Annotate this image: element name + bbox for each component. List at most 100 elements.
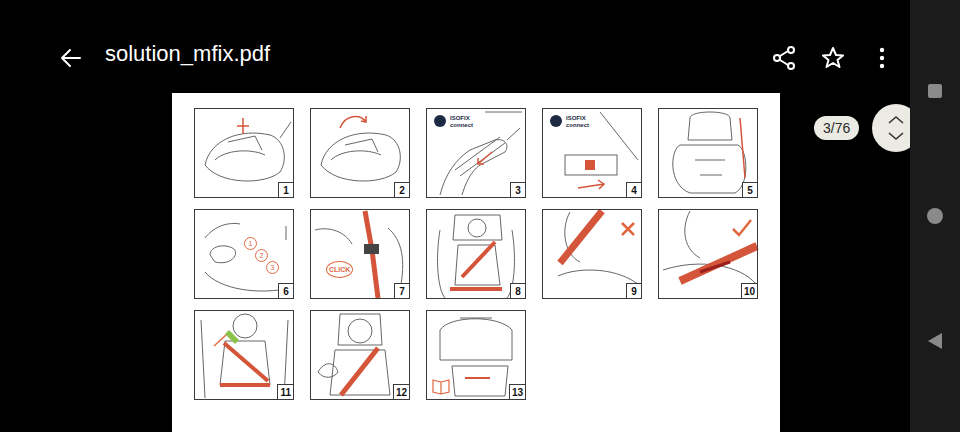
isofix-indicator [550,115,562,127]
child-back-view [201,320,288,398]
child-in-seat [450,287,502,291]
buckle-closeup [315,229,352,244]
step-panel: 5 [658,108,758,198]
isofix-hand [455,137,505,176]
belt-wrong [560,211,602,263]
belt-correct [663,211,757,284]
step-panel: 10 [658,209,758,299]
seat-side-view [237,118,249,134]
child-in-seat [468,219,486,237]
seat-side-view [228,136,262,150]
isofix-hand [434,112,522,195]
click-sound: CLICK [326,261,353,278]
child-back-view [201,314,288,398]
step-number: 7 [394,283,409,298]
page-indicator: 3/76 [814,116,859,140]
isofix-indicator [585,160,595,170]
overflow-menu [880,48,884,68]
buckle-closeup [315,211,403,298]
isofix-indicator [565,155,617,175]
child-front-view [338,314,382,345]
isofix-hand [485,112,522,140]
nav-icons [927,84,943,349]
isofix-hand [434,115,446,127]
step-number: 11 [277,384,293,399]
step-panel: ISOFIX connect 4 [542,108,642,198]
headrest-closeup [205,223,240,238]
step-number: 5 [742,182,757,197]
step-number: 4 [626,182,641,197]
step-number: 3 [510,182,525,197]
tall-seat [740,118,745,178]
isofix-indicator [600,112,638,160]
belt-wrong [558,211,640,286]
overflow-menu [880,64,884,68]
child-front-view [318,314,390,395]
child-back-view [233,314,257,338]
step-number: 1 [244,237,257,250]
buckle-closeup [364,244,379,254]
child-back-view [214,335,226,346]
child-in-seat [453,215,502,240]
tall-seat [688,112,732,140]
step-number: 12 [393,384,409,399]
step-panel: 12 [310,310,410,400]
step-number: 8 [510,283,525,298]
step-number: 10 [741,283,757,298]
headrest-closeup [210,246,236,263]
seat-side-view [345,139,378,152]
step-number: 1 [278,182,293,197]
belt-correct [680,246,757,281]
step-number: 2 [255,249,268,262]
step-panel: 1 [194,108,294,198]
isofix-logo-text: ISOFIX connect [450,115,474,129]
step-number: 13 [509,384,525,399]
isofix-hand [440,140,507,195]
child-front-view [348,319,372,343]
child-back-view [220,383,270,387]
seat-side-view [321,133,400,181]
isofix-hand [478,152,492,164]
child-in-seat [455,245,500,285]
step-panel: 1236 [194,209,294,299]
step-number: 2 [394,182,409,197]
isofix-logo-text: ISOFIX connect [566,115,590,129]
step-panel: 2 [310,108,410,198]
child-in-seat [462,242,495,277]
child-front-view [318,364,338,378]
belt-correct [685,211,700,258]
app-bar-icons [788,47,794,53]
tall-seat [673,145,746,193]
headrest-closeup [286,226,287,240]
overflow-menu [880,56,884,60]
overflow-menu [880,48,884,52]
tall-seat [673,112,746,193]
buckle-closeup [388,228,403,290]
step-number: 3 [266,261,279,274]
seat-front-view [465,377,490,379]
isofix-indicator [550,112,638,189]
child-front-view [341,348,378,395]
tall-seat [695,160,725,175]
headrest-closeup [205,223,290,291]
nav-bar [910,0,960,432]
buckle-closeup [365,211,378,298]
nav-icons [928,84,942,98]
belt-correct [733,220,751,235]
step-panel: ISOFIX connect 3 [426,108,526,198]
seat-front-view [460,318,492,319]
step-panel: 8 [426,209,526,299]
child-back-view [220,341,270,385]
seat-side-view [321,116,400,181]
isofix-indicator [578,180,604,189]
step-panel: 11 [194,310,294,400]
seat-front-view [452,366,508,396]
step-panel: CLICK 7 [310,209,410,299]
file-title: solution_mfix.pdf [105,41,270,67]
app-bar-icons [780,51,788,65]
seat-side-view [280,122,291,138]
child-in-seat [438,230,515,298]
seat-side-view [205,118,291,181]
scroll-button [889,117,903,139]
app-bar-icons [62,50,80,66]
